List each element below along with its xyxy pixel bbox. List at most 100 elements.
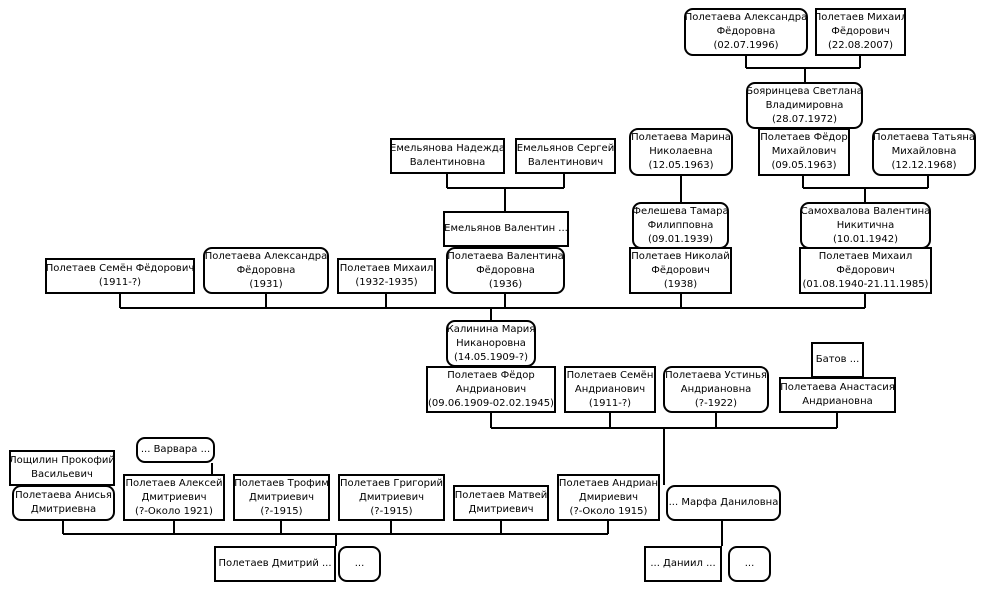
person-poletaev-dmitriy[interactable]: Полетаев Дмитрий ... [214, 546, 336, 582]
person-text-line: Дмириевич [578, 491, 639, 503]
person-poletaev-semyon-fedorovich[interactable]: Полетаев Семён Фёдорович(1911-?) [45, 258, 195, 294]
person-text-line: Полетаев Григорий [339, 477, 444, 489]
person-text-line: (09.01.1939) [647, 233, 714, 245]
person-text-line: Полетаева Александра [684, 12, 808, 23]
person-text-line: ... [744, 558, 755, 569]
person-text-line: Никаноровна [456, 337, 526, 349]
person-text-line: Дмитриевич [359, 491, 424, 503]
person-text-line: (1931) [249, 278, 283, 290]
person-text-line: Фёдоровна [236, 264, 296, 276]
person-poletaev-mikhail-1932[interactable]: Полетаев Михаил(1932-1935) [337, 258, 436, 294]
person-text-line: Владимировна [765, 99, 844, 111]
person-emelyanov-valentin[interactable]: Емельянов Валентин ... [443, 211, 569, 247]
person-text-line: Андрианович [574, 383, 646, 395]
person-marfa-danilovna[interactable]: ... Марфа Даниловна [666, 485, 781, 521]
person-text-line: Лощилин Прокофий [9, 455, 115, 466]
person-text-line: Полетаев Дмитрий ... [218, 558, 332, 569]
person-text-line: Полетаева Татьяна [872, 132, 976, 143]
person-text-line: Полетаев Андриан [558, 477, 659, 489]
person-text-line: Фёдорович [831, 26, 890, 37]
person-text-line: Полетаев Трофим [234, 477, 329, 489]
person-text-line: Дмитриевич [141, 491, 207, 503]
person-text-line: Полетаев Михаил [815, 12, 906, 23]
person-text-line: (1936) [488, 278, 523, 290]
person-batov[interactable]: Батов ... [811, 342, 864, 378]
person-text-line: (28.07.1972) [771, 113, 838, 125]
person-text-line: (?-1922) [694, 397, 738, 409]
person-text-line: ... Варвара ... [140, 444, 211, 455]
person-text-line: (22.08.2007) [827, 40, 894, 51]
person-text-line: Дмитриевна [30, 504, 97, 515]
person-text-line: (?-Около 1921) [135, 505, 213, 517]
person-text-line: Валентиновна [409, 157, 486, 168]
person-text-line: Николаевна [649, 146, 713, 157]
person-text-line: (?-1915) [370, 505, 413, 517]
person-text-line: (14.05.1909-?) [454, 351, 528, 363]
person-text-line: (1911-?) [98, 277, 142, 288]
person-text-line: Полетаев Фёдор [760, 132, 848, 143]
person-text-line: Емельянов Валентин ... [444, 223, 568, 234]
person-text-line: Полетаева Анисья [15, 490, 112, 501]
person-text-line: (1938) [663, 278, 698, 290]
person-text-line: Емельянов Сергей [516, 143, 615, 154]
person-text-line: Бояринцева Светлана [746, 85, 863, 97]
person-text-line: Полетаева Устинья [665, 369, 767, 381]
person-text-line: Андриановна [802, 396, 873, 407]
person-text-line: Полетаева Александра [204, 250, 328, 262]
person-text-line: Полетаев Алексей [125, 477, 223, 489]
person-text-line: (02.07.1996) [713, 40, 779, 51]
person-text-line: Полетаев Михаил [339, 263, 434, 274]
person-text-line: Филипповна [647, 219, 714, 231]
person-text-line: (10.01.1942) [832, 233, 899, 245]
person-dmitriy-wife-unknown[interactable]: ... [338, 546, 381, 582]
person-text-line: (?-1915) [260, 505, 303, 517]
person-text-line: Полетаев Михаил [818, 250, 913, 262]
person-text-line: Калинина Мария [446, 323, 536, 335]
person-text-line: (?-Около 1915) [569, 505, 648, 517]
person-text-line: (09.05.1963) [771, 160, 837, 171]
person-text-line: Полетаев Николай [631, 250, 730, 262]
person-text-line: Фёдоровна [716, 26, 776, 37]
person-text-line: Михайлович [771, 146, 837, 157]
person-daniil[interactable]: ... Даниил ... [644, 546, 722, 582]
person-text-line: (1911-?) [588, 397, 632, 409]
person-text-line: Фелешева Тамара [632, 205, 729, 217]
person-text-line: Дмитриевич [468, 504, 534, 515]
person-text-line: Полетаев Семён [566, 369, 654, 381]
person-text-line: ... Марфа Даниловна [668, 497, 779, 508]
person-text-line: (12.12.1968) [891, 160, 957, 171]
person-varvara[interactable]: ... Варвара ... [136, 437, 215, 463]
person-text-line: Никитична [836, 219, 895, 231]
person-daniil-wife-unknown[interactable]: ... [728, 546, 771, 582]
person-text-line: Полетаев Фёдор [447, 369, 535, 381]
person-text-line: Фёдоровна [476, 264, 535, 276]
